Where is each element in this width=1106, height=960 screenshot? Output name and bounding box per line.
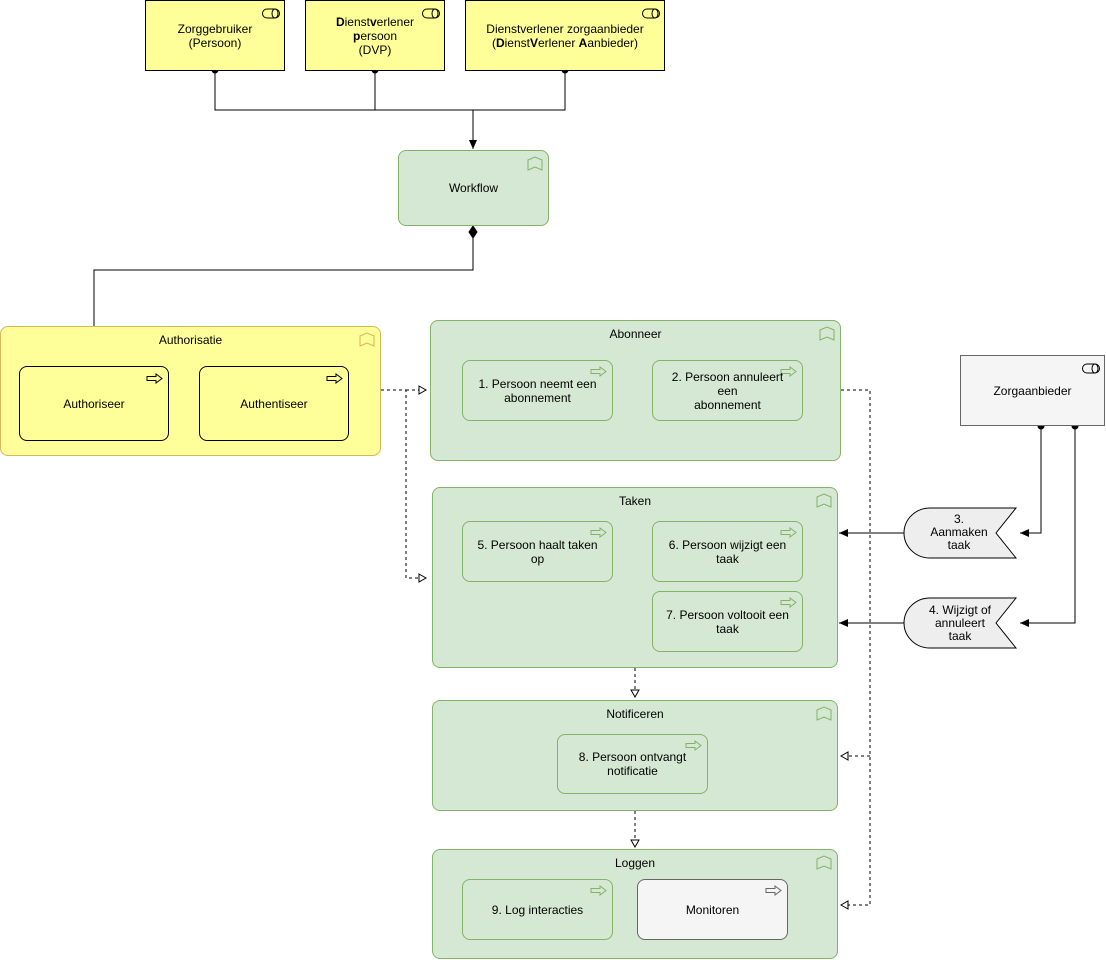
process-arrow-icon xyxy=(590,366,607,377)
role-icon xyxy=(1082,363,1100,374)
taken-item-6[interactable]: 6. Persoon wijzigt een taak xyxy=(652,521,803,582)
role-zorgaanbieder-label: Zorgaanbieder xyxy=(993,383,1072,398)
events-to-taken-connector xyxy=(839,529,904,627)
loggen-monitoren[interactable]: Monitoren xyxy=(637,879,788,940)
authentiseer-process[interactable]: Authentiseer xyxy=(199,366,349,441)
authentiseer-label: Authentiseer xyxy=(240,396,308,411)
process-arrow-icon xyxy=(780,527,797,538)
role-icon xyxy=(262,8,280,19)
abonneer-dependency-connector xyxy=(839,389,871,910)
role-zorggebruiker[interactable]: Zorggebruiker(Persoon) xyxy=(145,0,285,71)
loggen-title: Loggen xyxy=(614,856,656,870)
role-zorggebruiker-label: Zorggebruiker(Persoon) xyxy=(177,21,253,50)
process-arrow-icon xyxy=(326,373,343,384)
process-arrow-icon xyxy=(765,885,782,896)
authoriseer-label: Authoriseer xyxy=(63,396,125,411)
abonneer-title: Abonneer xyxy=(609,327,662,341)
authorisatie-dependency-connector xyxy=(381,385,428,583)
loggen-item-9-label: 9. Log interacties xyxy=(491,902,584,917)
role-dienstverlener-zorgaanbieder-label: Dienstverlener zorgaanbieder (DienstVerl… xyxy=(486,21,644,50)
process-arrow-icon xyxy=(590,885,607,896)
role-dienstverlener-persoon[interactable]: Dienstverlener persoon (DVP) xyxy=(305,0,445,71)
dva-line2: (DienstVerlener Aanbieder) xyxy=(491,35,639,50)
taken-title: Taken xyxy=(618,494,652,508)
process-arrow-icon xyxy=(590,527,607,538)
process-arrow-icon xyxy=(780,366,797,377)
taken-item-5[interactable]: 5. Persoon haalt taken op xyxy=(462,521,613,582)
bookmark-icon xyxy=(527,156,543,171)
workflow-function[interactable]: Workflow xyxy=(398,150,549,226)
taken-item-5-label: 5. Persoon haalt taken op xyxy=(477,537,598,566)
role-icon xyxy=(422,8,440,19)
bookmark-icon xyxy=(819,326,835,341)
process-arrow-icon xyxy=(146,373,163,384)
bookmark-icon xyxy=(816,706,832,721)
loggen-monitoren-label: Monitoren xyxy=(685,902,740,917)
workflow-label: Workflow xyxy=(448,181,499,195)
bookmark-icon xyxy=(816,493,832,508)
bookmark-icon xyxy=(359,332,375,347)
loggen-item-9[interactable]: 9. Log interacties xyxy=(462,879,613,940)
process-arrow-icon xyxy=(685,740,702,751)
authoriseer-process[interactable]: Authoriseer xyxy=(19,366,169,441)
role-dienstverlener-zorgaanbieder[interactable]: Dienstverlener zorgaanbieder (DienstVerl… xyxy=(465,0,665,71)
authorisatie-title: Authorisatie xyxy=(158,333,223,347)
taken-item-6-label: 6. Persoon wijzigt een taak xyxy=(668,537,787,566)
process-arrow-icon xyxy=(780,597,797,608)
dvp-line1: Dienstverlener persoon xyxy=(335,14,415,43)
role-zorgaanbieder[interactable]: Zorgaanbieder xyxy=(960,355,1105,426)
event-aanmaken-taak[interactable]: 3. Aanmaken taak xyxy=(930,512,988,552)
event-wijzigt-of-annuleert-taak[interactable]: 4. Wijzigt of annuleert taak xyxy=(928,603,991,643)
actors-to-workflow-connector xyxy=(211,66,569,149)
role-icon xyxy=(642,8,660,19)
notificeren-title: Notificeren xyxy=(606,707,664,721)
bookmark-icon xyxy=(816,855,832,870)
zorgaanbieder-to-events-connector xyxy=(1020,422,1079,627)
role-dienstverlener-persoon-label: Dienstverlener persoon (DVP) xyxy=(335,14,415,57)
